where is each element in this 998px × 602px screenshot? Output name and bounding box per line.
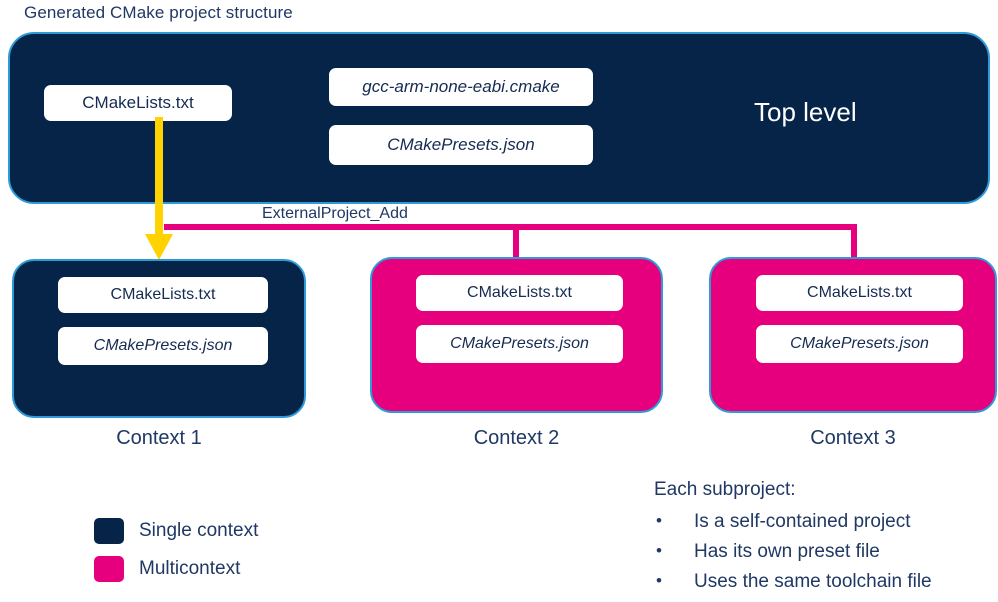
externalproject-add-label: ExternalProject_Add — [262, 205, 408, 222]
legend-label-multicontext: Multicontext — [139, 558, 241, 579]
note-text: Uses the same toolchain file — [694, 571, 932, 592]
note-text: Has its own preset file — [694, 541, 880, 562]
file-chip-top-presets: CMakePresets.json — [329, 125, 593, 165]
bullet-icon: • — [656, 511, 662, 530]
legend-label-single-context: Single context — [139, 520, 259, 541]
context3-caption: Context 3 — [810, 427, 896, 449]
file-chip-context1-cmakelists: CMakeLists.txt — [58, 277, 268, 313]
legend-swatch-multicontext-icon — [94, 556, 124, 582]
file-chip-context2-presets: CMakePresets.json — [416, 325, 623, 363]
file-chip-context2-cmakelists: CMakeLists.txt — [416, 275, 623, 311]
externalproject-connector-lines — [164, 224, 857, 258]
notes-block: Each subproject: • Is a self-contained p… — [654, 479, 932, 601]
file-chip-context3-presets: CMakePresets.json — [756, 325, 963, 363]
legend: Single context Multicontext — [94, 512, 258, 588]
bullet-icon: • — [656, 541, 662, 560]
note-item: • Uses the same toolchain file — [654, 571, 932, 601]
notes-heading: Each subproject: — [654, 479, 796, 500]
legend-item-single-context: Single context — [94, 512, 258, 550]
note-text: Is a self-contained project — [694, 511, 911, 532]
top-level-label: Top level — [754, 97, 857, 127]
context2-caption: Context 2 — [473, 427, 560, 449]
legend-swatch-single-context-icon — [94, 518, 124, 544]
bullet-icon: • — [656, 571, 662, 590]
note-item: • Is a self-contained project — [654, 511, 932, 541]
page-title: Generated CMake project structure — [24, 3, 293, 22]
note-item: • Has its own preset file — [654, 541, 932, 571]
file-chip-top-toolchain: gcc-arm-none-eabi.cmake — [329, 68, 593, 106]
context1-caption: Context 1 — [116, 427, 202, 449]
legend-item-multicontext: Multicontext — [94, 550, 258, 588]
file-chip-context3-cmakelists: CMakeLists.txt — [756, 275, 963, 311]
file-chip-top-cmakelists: CMakeLists.txt — [44, 85, 232, 121]
file-chip-context1-presets: CMakePresets.json — [58, 327, 268, 365]
